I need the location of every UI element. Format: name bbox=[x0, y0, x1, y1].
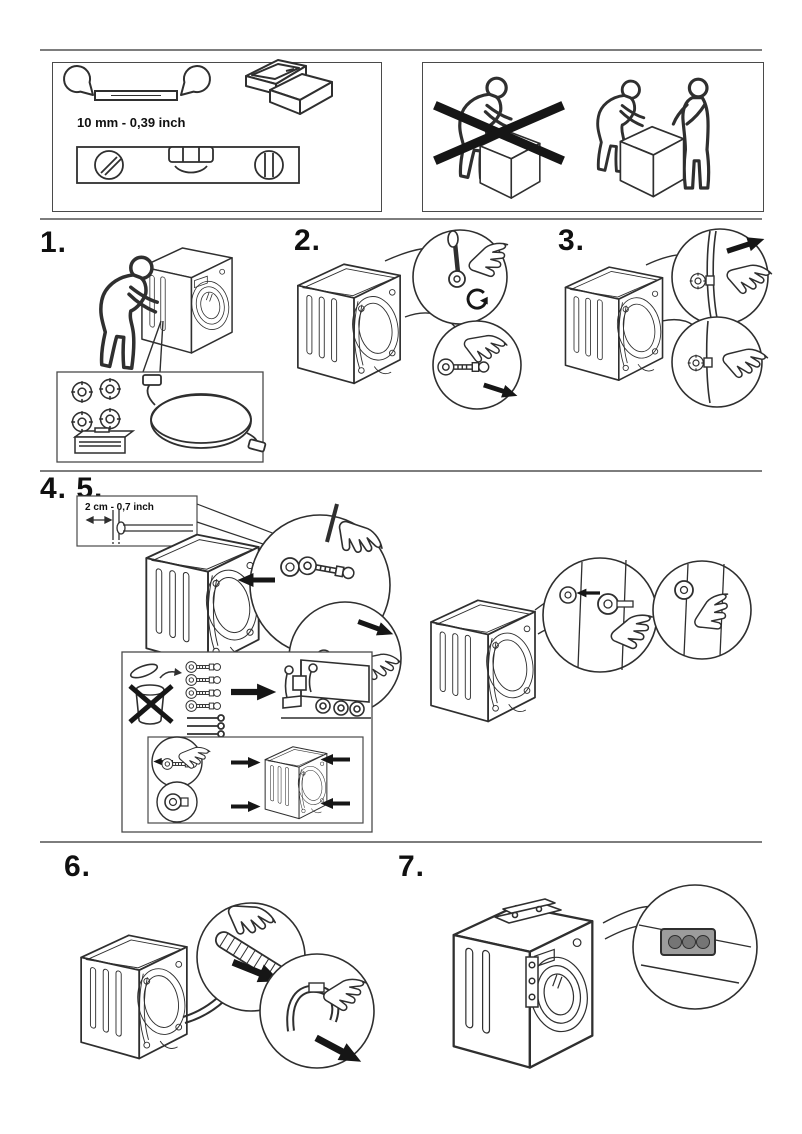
machine-rear-icon bbox=[430, 599, 539, 723]
bolts-and-screws-icon bbox=[185, 661, 225, 738]
divider-top bbox=[40, 49, 762, 51]
keep-bolts-for-transport-truck-icon bbox=[281, 659, 371, 719]
pull-out-transit-bolt-inset bbox=[432, 320, 522, 410]
wrench-size-label: 10 mm - 0,39 inch bbox=[77, 115, 185, 130]
step-6-illustration bbox=[80, 895, 375, 1071]
step-4-5-illustration: 2 cm - 0,7 inch bbox=[76, 495, 403, 833]
divider-after-step-4-5 bbox=[40, 841, 762, 843]
inlet-hose-icon bbox=[142, 374, 267, 453]
prohibition-x-icon bbox=[433, 101, 565, 165]
detergent-drawer-icon bbox=[72, 427, 136, 454]
step-7-number: 7. bbox=[398, 850, 426, 883]
spirit-level-icon bbox=[76, 146, 300, 184]
step-1-number: 1. bbox=[40, 226, 68, 259]
step-7-illustration bbox=[452, 884, 758, 1069]
remove-spacer-upper-inset bbox=[671, 228, 774, 326]
press-cap-inset bbox=[652, 560, 752, 660]
machine-rear-icon bbox=[264, 746, 330, 820]
two-person-lift-icon bbox=[596, 77, 711, 198]
step-2-number: 2. bbox=[294, 224, 322, 257]
machine-rear-icon bbox=[296, 263, 405, 385]
step-6-number: 6. bbox=[64, 850, 92, 883]
machine-rear-icon bbox=[80, 934, 191, 1060]
divider-after-steps-1-3 bbox=[40, 470, 762, 472]
do-not-discard-bolts-icon bbox=[128, 663, 182, 725]
divider-after-intro bbox=[40, 218, 762, 220]
one-person-lift-prohibited-icon bbox=[433, 76, 565, 199]
open-end-wrench-icon bbox=[63, 65, 211, 101]
fixing-plug-inset bbox=[632, 884, 758, 1010]
clearance-diagram: 2 cm - 0,7 inch bbox=[76, 495, 276, 549]
unscrew-transit-bolt-inset bbox=[412, 229, 518, 325]
toolbox-icon bbox=[245, 59, 333, 115]
machine-front-icon bbox=[452, 904, 595, 1069]
machine-rear-icon bbox=[564, 266, 667, 382]
step-2-illustration bbox=[296, 229, 522, 410]
worktop-fixing-bracket-icon bbox=[494, 898, 562, 924]
clearance-label: 2 cm - 0,7 inch bbox=[85, 502, 154, 513]
machine-rear-icon bbox=[145, 533, 263, 667]
handling-panel bbox=[422, 62, 764, 212]
step-3-number: 3. bbox=[558, 224, 586, 257]
step-1-illustration bbox=[56, 247, 267, 463]
refit-bolts-diagram bbox=[147, 736, 364, 824]
remove-spacer-lower-inset bbox=[671, 316, 770, 408]
hose-end-pull-inset bbox=[259, 953, 375, 1071]
step-5-caps-illustration bbox=[430, 557, 752, 723]
accessory-kit-icon bbox=[56, 371, 267, 463]
keep-bolts-diagram bbox=[121, 651, 373, 833]
step-3-illustration bbox=[564, 228, 774, 408]
hinge-plate-icon bbox=[525, 956, 539, 1008]
fit-caps-inset bbox=[542, 557, 661, 673]
